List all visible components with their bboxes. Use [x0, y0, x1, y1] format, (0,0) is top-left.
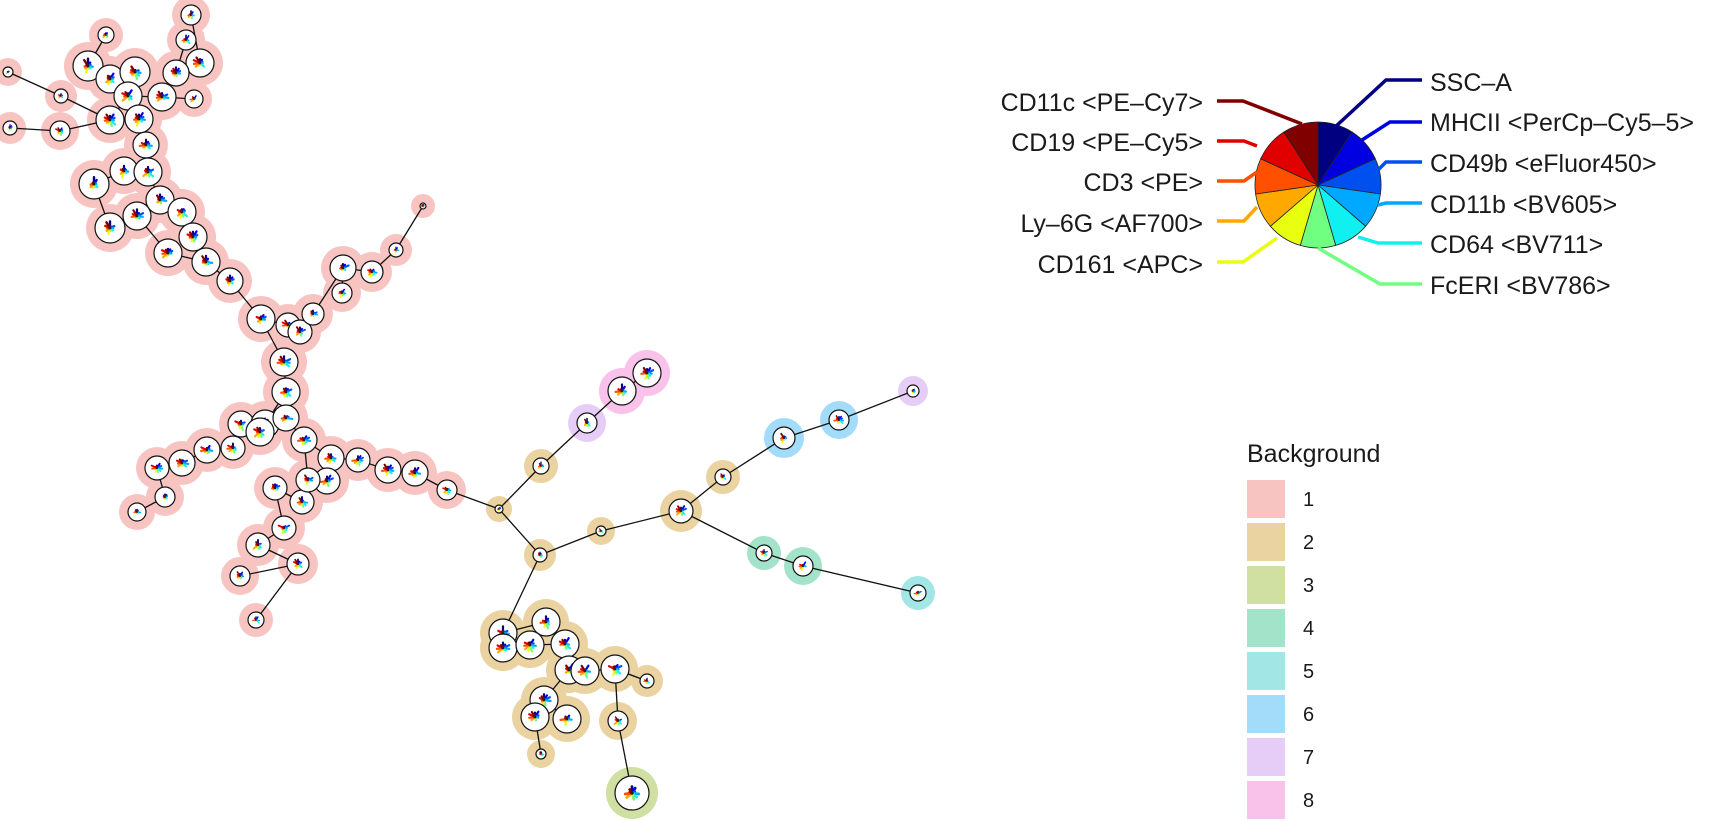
- background-legend-item-2: 2: [1247, 523, 1447, 563]
- background-legend-label: 4: [1303, 618, 1314, 641]
- background-swatch: [1247, 652, 1285, 690]
- background-legend-item-3: 3: [1247, 566, 1447, 606]
- marker-leader-fceri: [1318, 248, 1422, 284]
- background-swatch: [1247, 566, 1285, 604]
- background-swatch: [1247, 695, 1285, 733]
- marker-leader-cd11b: [1378, 203, 1422, 205]
- marker-label-cd11b: CD11b <BV605>: [1430, 193, 1617, 218]
- marker-label-ssc: SSC–A: [1430, 71, 1512, 96]
- background-legend-item-1: 1: [1247, 480, 1447, 520]
- marker-leader-cd64: [1358, 237, 1422, 243]
- marker-leader-mhcii: [1362, 122, 1422, 140]
- background-legend-label: 3: [1303, 575, 1314, 598]
- background-legend-label: 5: [1303, 661, 1314, 684]
- background-legend-item-7: 7: [1247, 738, 1447, 778]
- marker-label-fceri: FcERI <BV786>: [1430, 274, 1611, 299]
- background-legend-label: 6: [1303, 704, 1314, 727]
- background-swatch: [1247, 781, 1285, 819]
- marker-label-cd11c: CD11c <PE–Cy7>: [1001, 91, 1203, 116]
- marker-wheel: [1255, 122, 1381, 248]
- background-swatch: [1247, 738, 1285, 776]
- background-legend-label: 2: [1303, 532, 1314, 555]
- marker-leader-cd3: [1217, 172, 1257, 181]
- background-legend-label: 7: [1303, 747, 1314, 770]
- background-swatch: [1247, 523, 1285, 561]
- marker-label-cd3: CD3 <PE>: [1083, 171, 1203, 196]
- marker-label-cd64: CD64 <BV711>: [1430, 233, 1603, 258]
- background-legend-item-8: 8: [1247, 781, 1447, 821]
- background-swatch: [1247, 609, 1285, 647]
- marker-leader-cd161: [1217, 238, 1277, 262]
- background-legend-item-6: 6: [1247, 695, 1447, 735]
- marker-label-mhcii: MHCII <PerCp–Cy5–5>: [1430, 111, 1694, 136]
- marker-label-ly6g: Ly–6G <AF700>: [1020, 212, 1203, 237]
- marker-label-cd49b: CD49b <eFluor450>: [1430, 152, 1657, 177]
- background-legend-label: 8: [1303, 790, 1314, 813]
- background-legend-title: Background: [1247, 440, 1380, 469]
- marker-leader-cd49b: [1378, 162, 1422, 170]
- background-swatch: [1247, 480, 1285, 518]
- background-legend-item-5: 5: [1247, 652, 1447, 692]
- background-legend-label: 1: [1303, 489, 1314, 512]
- marker-leader-ly6g: [1217, 207, 1257, 221]
- marker-leader-cd19: [1217, 141, 1257, 146]
- marker-leader-cd11c: [1217, 101, 1302, 124]
- marker-label-cd161: CD161 <APC>: [1038, 253, 1203, 278]
- marker-label-cd19: CD19 <PE–Cy5>: [1011, 131, 1203, 156]
- background-legend-item-4: 4: [1247, 609, 1447, 649]
